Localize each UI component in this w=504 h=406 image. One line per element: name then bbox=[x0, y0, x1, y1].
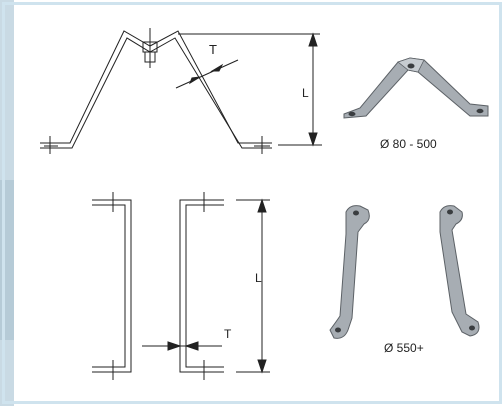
c-bracket-drawing bbox=[92, 192, 270, 380]
c-thickness-arrow-a bbox=[167, 341, 182, 351]
v-bracket-illustration bbox=[343, 57, 489, 119]
straight-bracket-illustrations bbox=[329, 205, 480, 339]
right-c-bracket-outer bbox=[179, 199, 224, 373]
c-thickness-arrow-b bbox=[184, 341, 199, 351]
v-bracket-drawing bbox=[40, 28, 322, 154]
thickness-arrow-a bbox=[188, 76, 201, 85]
c-length-arrow-top bbox=[257, 198, 267, 213]
left-c-bracket-outer bbox=[92, 199, 132, 373]
bottom-thickness-label: T bbox=[224, 327, 232, 341]
straight-bracket-left bbox=[329, 205, 370, 339]
right-foot-hole bbox=[476, 108, 484, 114]
top-thickness-label: T bbox=[209, 42, 217, 57]
c-length-arrow-bottom bbox=[257, 359, 267, 374]
thickness-arrow-b bbox=[210, 63, 224, 72]
thickness-dimension-line bbox=[175, 59, 239, 89]
bottom-size-caption: Ø 550+ bbox=[384, 341, 424, 355]
apex-hole bbox=[407, 63, 415, 69]
straight-bracket-left-bottom-hole bbox=[335, 327, 341, 333]
straight-bracket-right-top-hole bbox=[447, 209, 453, 215]
top-length-label: L bbox=[302, 86, 309, 100]
bottom-length-label: L bbox=[255, 271, 262, 285]
straight-bracket-right bbox=[439, 205, 480, 337]
right-c-bracket-inner bbox=[185, 204, 224, 368]
straight-bracket-right-bottom-hole bbox=[469, 325, 475, 331]
left-foot-hole bbox=[348, 111, 356, 117]
top-size-caption: Ø 80 - 500 bbox=[380, 137, 437, 151]
height-arrow-top bbox=[308, 32, 318, 47]
left-c-bracket-inner bbox=[92, 204, 126, 368]
straight-bracket-left-top-hole bbox=[353, 210, 359, 216]
height-arrow-bottom bbox=[308, 132, 318, 147]
